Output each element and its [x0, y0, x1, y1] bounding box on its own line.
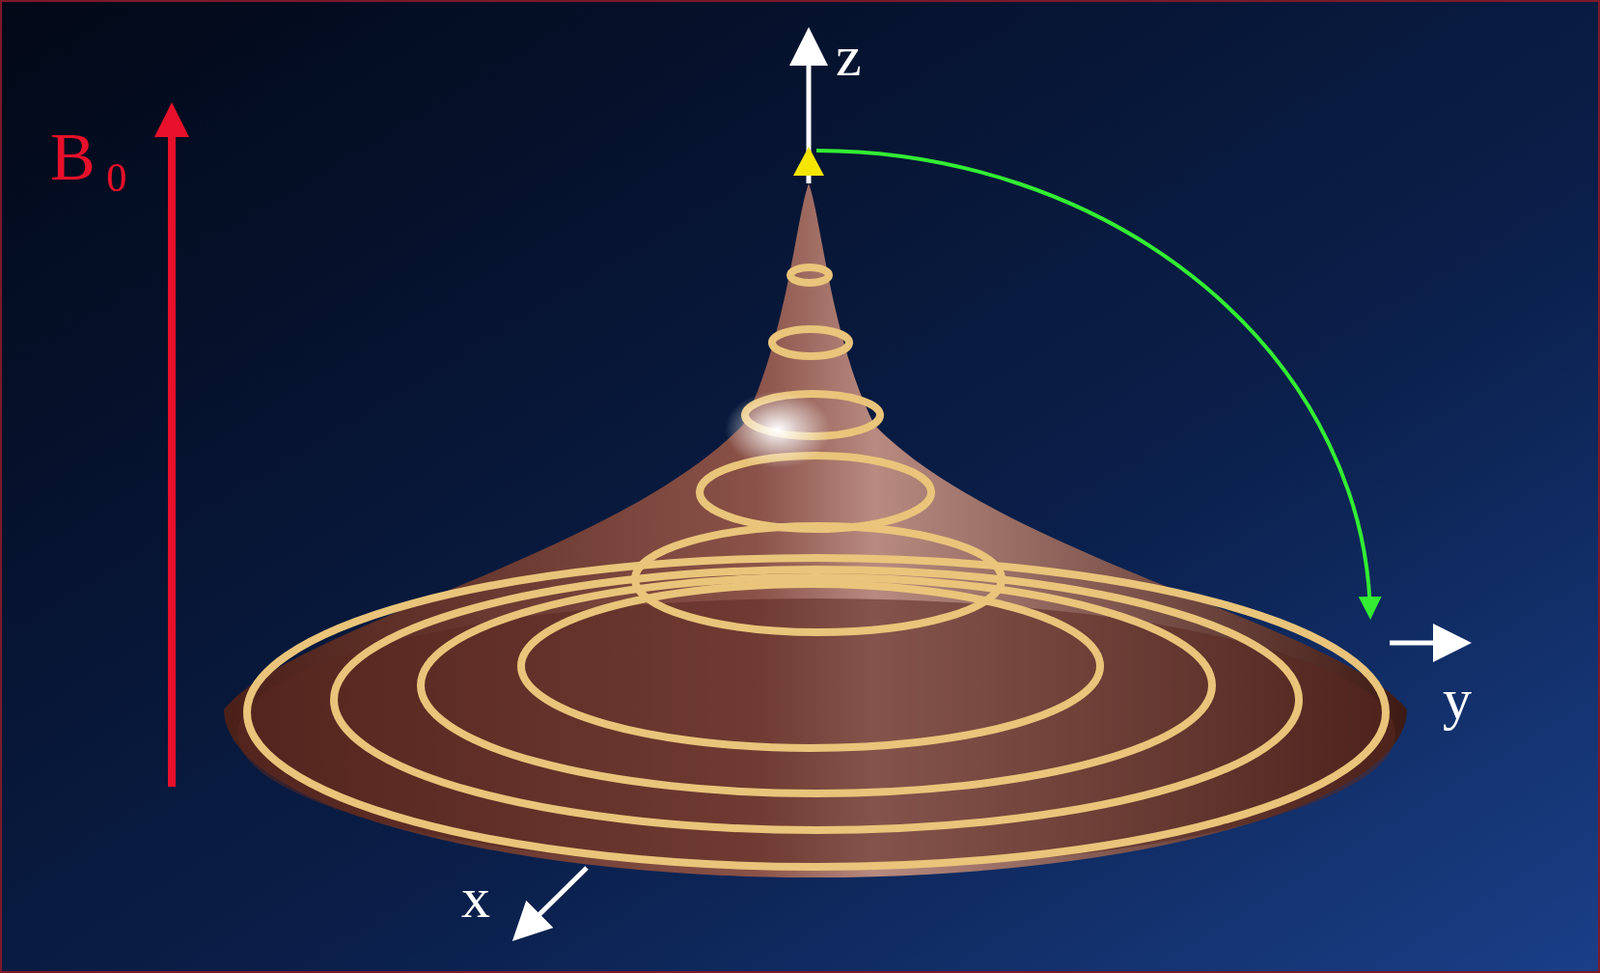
- field-subscript: 0: [106, 157, 127, 198]
- field-label: B: [50, 123, 96, 192]
- axis-label: z: [835, 27, 862, 85]
- axis-label: y: [1442, 669, 1472, 728]
- axis-label: x: [461, 868, 491, 927]
